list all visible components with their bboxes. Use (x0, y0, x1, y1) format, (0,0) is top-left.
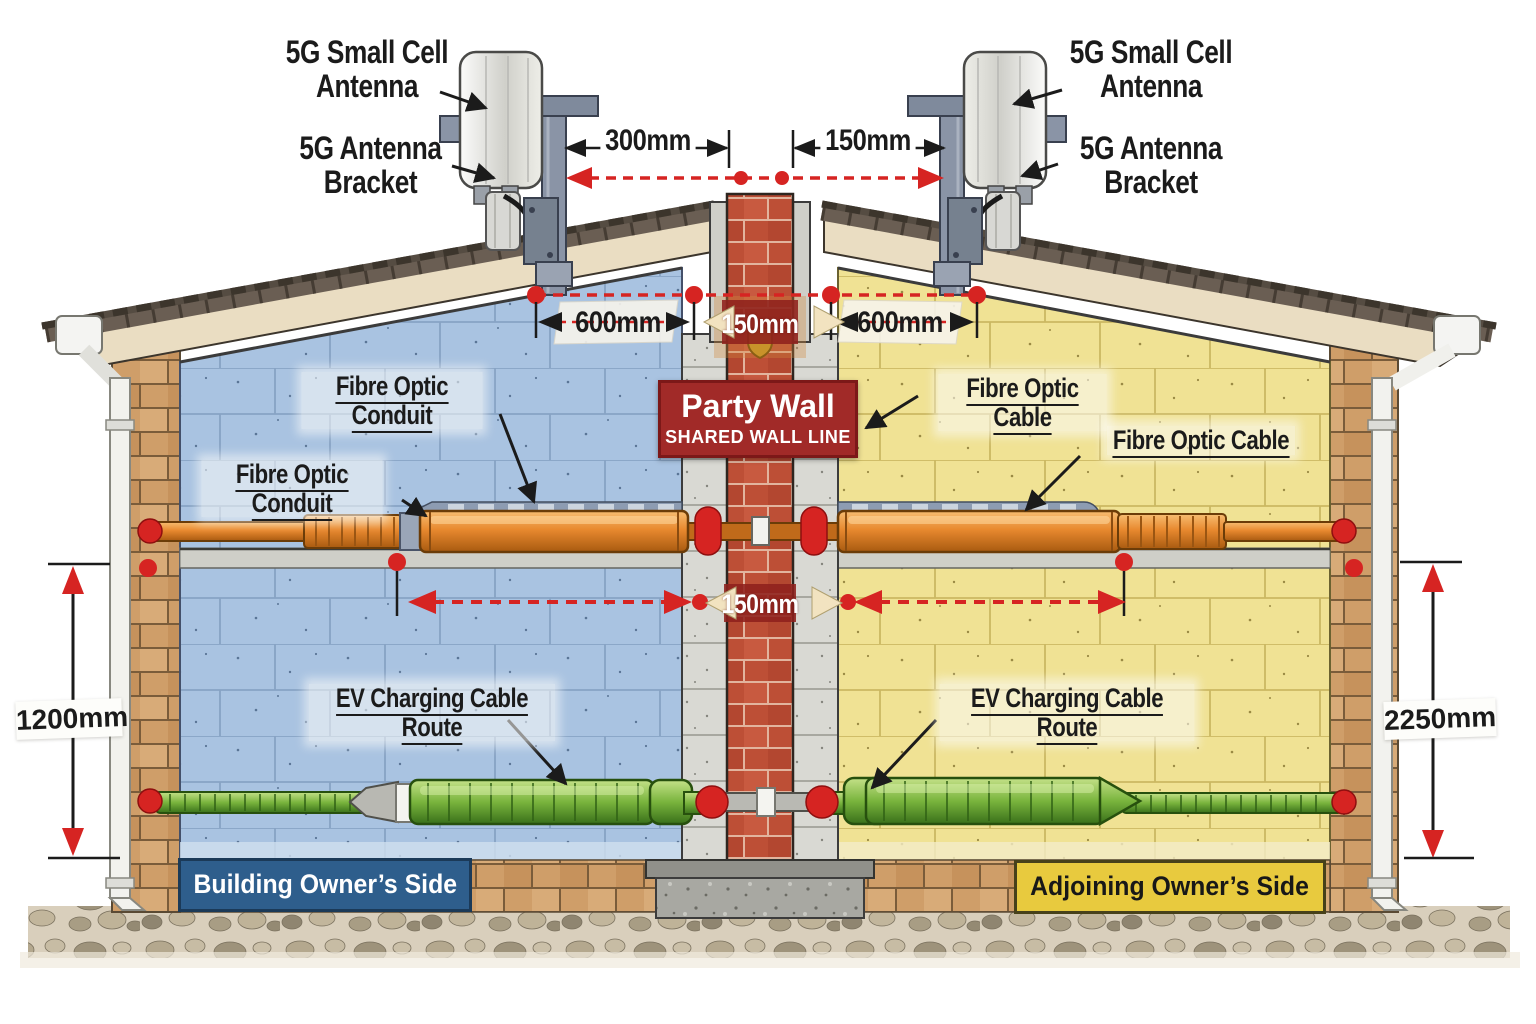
wall-sleeve-conduit (751, 516, 770, 546)
bracket-label-right: 5G Antenna Bracket (1079, 130, 1223, 200)
wall-penetration-marker (694, 506, 722, 556)
antenna-label-right: 5G Small Cell Antenna (1069, 34, 1233, 104)
dimension-graphics (48, 130, 1474, 860)
fibre-optic-conduit-run (137, 501, 1357, 556)
wall-penetration-marker (695, 785, 729, 819)
dim-600mm-left: 600mm (575, 306, 661, 339)
antenna-label-left: 5G Small Cell Antenna (281, 34, 453, 104)
callout-arrows (401, 88, 1082, 790)
fibre-conduit-label-lower: Fibre Optic Conduit (201, 459, 383, 521)
dim-300mm: 300mm (600, 124, 696, 158)
dim-1200mm: 1200mm (15, 698, 129, 740)
party-wall-sign-title: Party Wall (681, 388, 835, 424)
adjoining-owner-side-banner: Adjoining Owner’s Side (1014, 860, 1326, 914)
ev-charging-cable-run (137, 775, 1357, 827)
left-gutter-downpipe (55, 315, 147, 911)
party-wall-foundation (645, 859, 875, 919)
fibre-conduit-label-upper: Fibre Optic Conduit (301, 371, 483, 433)
dim-150mm-upper: 150mm (721, 309, 799, 339)
right-roof (820, 200, 1497, 368)
antenna-label-line2: Antenna (315, 67, 419, 104)
bracket-label-line2: Bracket (323, 163, 418, 200)
right-gutter-downpipe (1367, 315, 1481, 911)
antenna-label-line1: 5G Small Cell (285, 34, 449, 70)
fibre-cable-label-upper: Fibre Optic Cable (938, 373, 1107, 435)
dim-150mm-top: 150mm (820, 124, 916, 158)
fibre-cable-label-lower: Fibre Optic Cable (1106, 425, 1296, 458)
building-owner-side-banner: Building Owner’s Side (178, 858, 472, 912)
ev-route-label-right: EV Charging Cable Route (939, 683, 1195, 745)
ev-route-label-left: EV Charging Cable Route (309, 683, 555, 745)
bracket-label-line1: 5G Antenna (299, 130, 442, 166)
dim-150mm-mid: 150mm (721, 589, 799, 619)
wall-penetration-marker (805, 785, 839, 819)
party-wall-sign-subtitle: SHARED WALL LINE (665, 427, 851, 447)
dim-2250mm: 2250mm (1383, 698, 1497, 740)
wall-sleeve-ev (756, 787, 776, 817)
bracket-label-left: 5G Antenna Bracket (295, 130, 447, 200)
dim-600mm-right: 600mm (857, 306, 943, 339)
wall-penetration-marker (800, 506, 828, 556)
party-wall-sign: Party Wall SHARED WALL LINE (658, 380, 858, 458)
